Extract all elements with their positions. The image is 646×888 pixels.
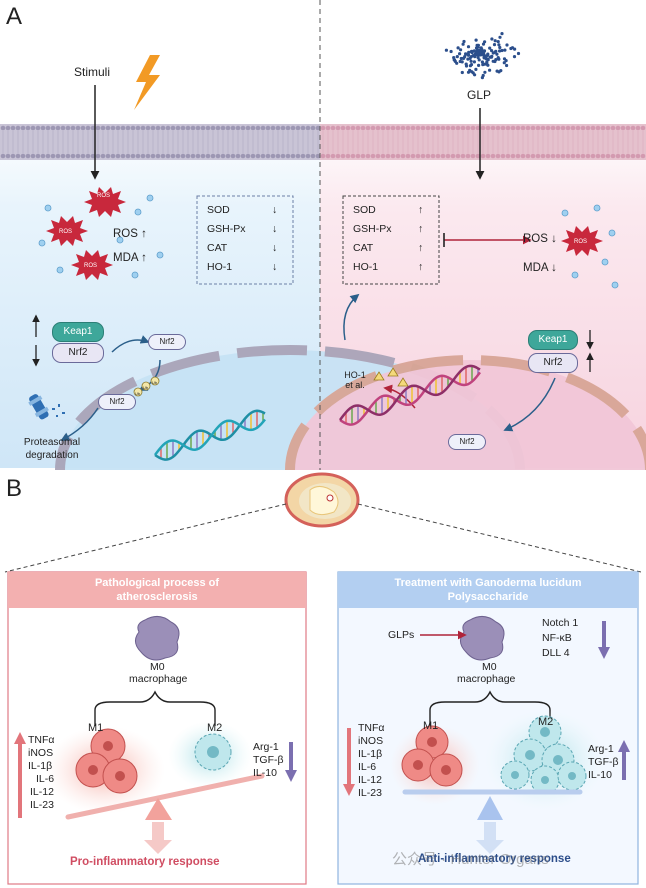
ub-label-2: Ub	[143, 385, 149, 390]
m0-label-right: M0	[482, 661, 497, 673]
marker-cat-r: CAT	[353, 242, 374, 254]
pro-inflammatory-label: Pro-inflammatory response	[70, 856, 220, 868]
proteasomal-degradation-label: Proteasomal degradation	[23, 437, 81, 461]
ros-label-right: ROS ↓	[523, 233, 557, 245]
treatment-panel-title: Treatment with Ganoderma lucidum Polysac…	[394, 577, 582, 603]
nrf2-pill-left: Nrf2	[52, 343, 104, 363]
macrophage-label-right: macrophage	[457, 673, 516, 685]
right-cytokines-up: Arg-1 TGF-β IL-10	[588, 743, 619, 781]
ros-badge-3: ROS	[84, 263, 98, 269]
marker-sod: SOD	[207, 204, 230, 216]
nrf2-dna-right: Nrf2	[448, 434, 486, 450]
nrf2-ub-left: Nrf2	[98, 394, 136, 410]
m1-label-left: M1	[88, 722, 104, 734]
m2-label-left: M2	[207, 722, 223, 734]
marker-gshpx: GSH-Px	[207, 223, 246, 235]
left-cytokines-up: TNFα iNOS IL-1β IL-6 IL-12 IL-23	[28, 734, 55, 811]
marker-gshpx-r: GSH-Px	[353, 223, 392, 235]
right-cytokines-down: TNFα iNOS IL-1β IL-6 IL-12 IL-23	[358, 722, 385, 799]
glps-label: GLPs	[388, 629, 415, 641]
m1-label-right: M1	[423, 720, 439, 732]
keap1-pill-left: Keap1	[52, 322, 104, 342]
anti-inflammatory-label: Anti-inflammatory response	[418, 853, 571, 865]
nrf2-free-left: Nrf2	[148, 334, 186, 350]
marker-cat: CAT	[207, 242, 228, 254]
panel-a: A Stimuli ROS ROS ROS ROS ↑ MDA ↑ SOD GS…	[0, 0, 646, 470]
left-marker-list: SOD GSH-Px CAT HO-1	[207, 204, 246, 280]
panel-a-label: A	[6, 3, 23, 30]
m0-label-left: M0	[150, 661, 165, 673]
panel-b-graphics	[4, 472, 642, 885]
left-marker-arrows: ↓↓↓↓	[272, 204, 278, 273]
mda-label-left: MDA ↑	[113, 252, 147, 264]
ros-label-left: ROS ↑	[113, 228, 147, 240]
pathology-panel-title: Pathological process of atherosclerosis	[94, 577, 220, 603]
panel-b-label: B	[6, 475, 23, 502]
ros-badge-1: ROS	[97, 193, 111, 199]
pathway-list: Notch 1 NF-κB DLL 4	[542, 617, 579, 659]
stimuli-label: Stimuli	[74, 65, 111, 79]
right-marker-arrows: ↑↑↑↑	[418, 204, 424, 273]
marker-ho1: HO-1	[207, 261, 233, 273]
marker-ho1-r: HO-1	[353, 261, 379, 273]
ub-label-3: Ub	[152, 380, 158, 385]
panel-a-background	[0, 0, 646, 470]
glp-label: GLP	[467, 88, 492, 102]
macrophage-label-left: macrophage	[129, 673, 188, 685]
nrf2-pill-right: Nrf2	[528, 353, 578, 373]
watermark: 公众号 · Hunter Organs	[392, 851, 549, 868]
ros-badge-right: ROS	[574, 239, 588, 245]
left-cytokines-down: Arg-1 TGF-β IL-10	[253, 741, 284, 779]
ros-badge-2: ROS	[59, 229, 73, 235]
mda-label-right: MDA ↓	[523, 262, 557, 274]
keap1-pill-right: Keap1	[528, 330, 578, 350]
marker-sod-r: SOD	[353, 204, 376, 216]
ho1-label: HO-1 et al.	[344, 370, 366, 390]
m2-label-right: M2	[538, 716, 554, 728]
right-marker-list: SOD GSH-Px CAT HO-1	[353, 204, 392, 280]
ub-label-1: Ub	[135, 391, 141, 396]
